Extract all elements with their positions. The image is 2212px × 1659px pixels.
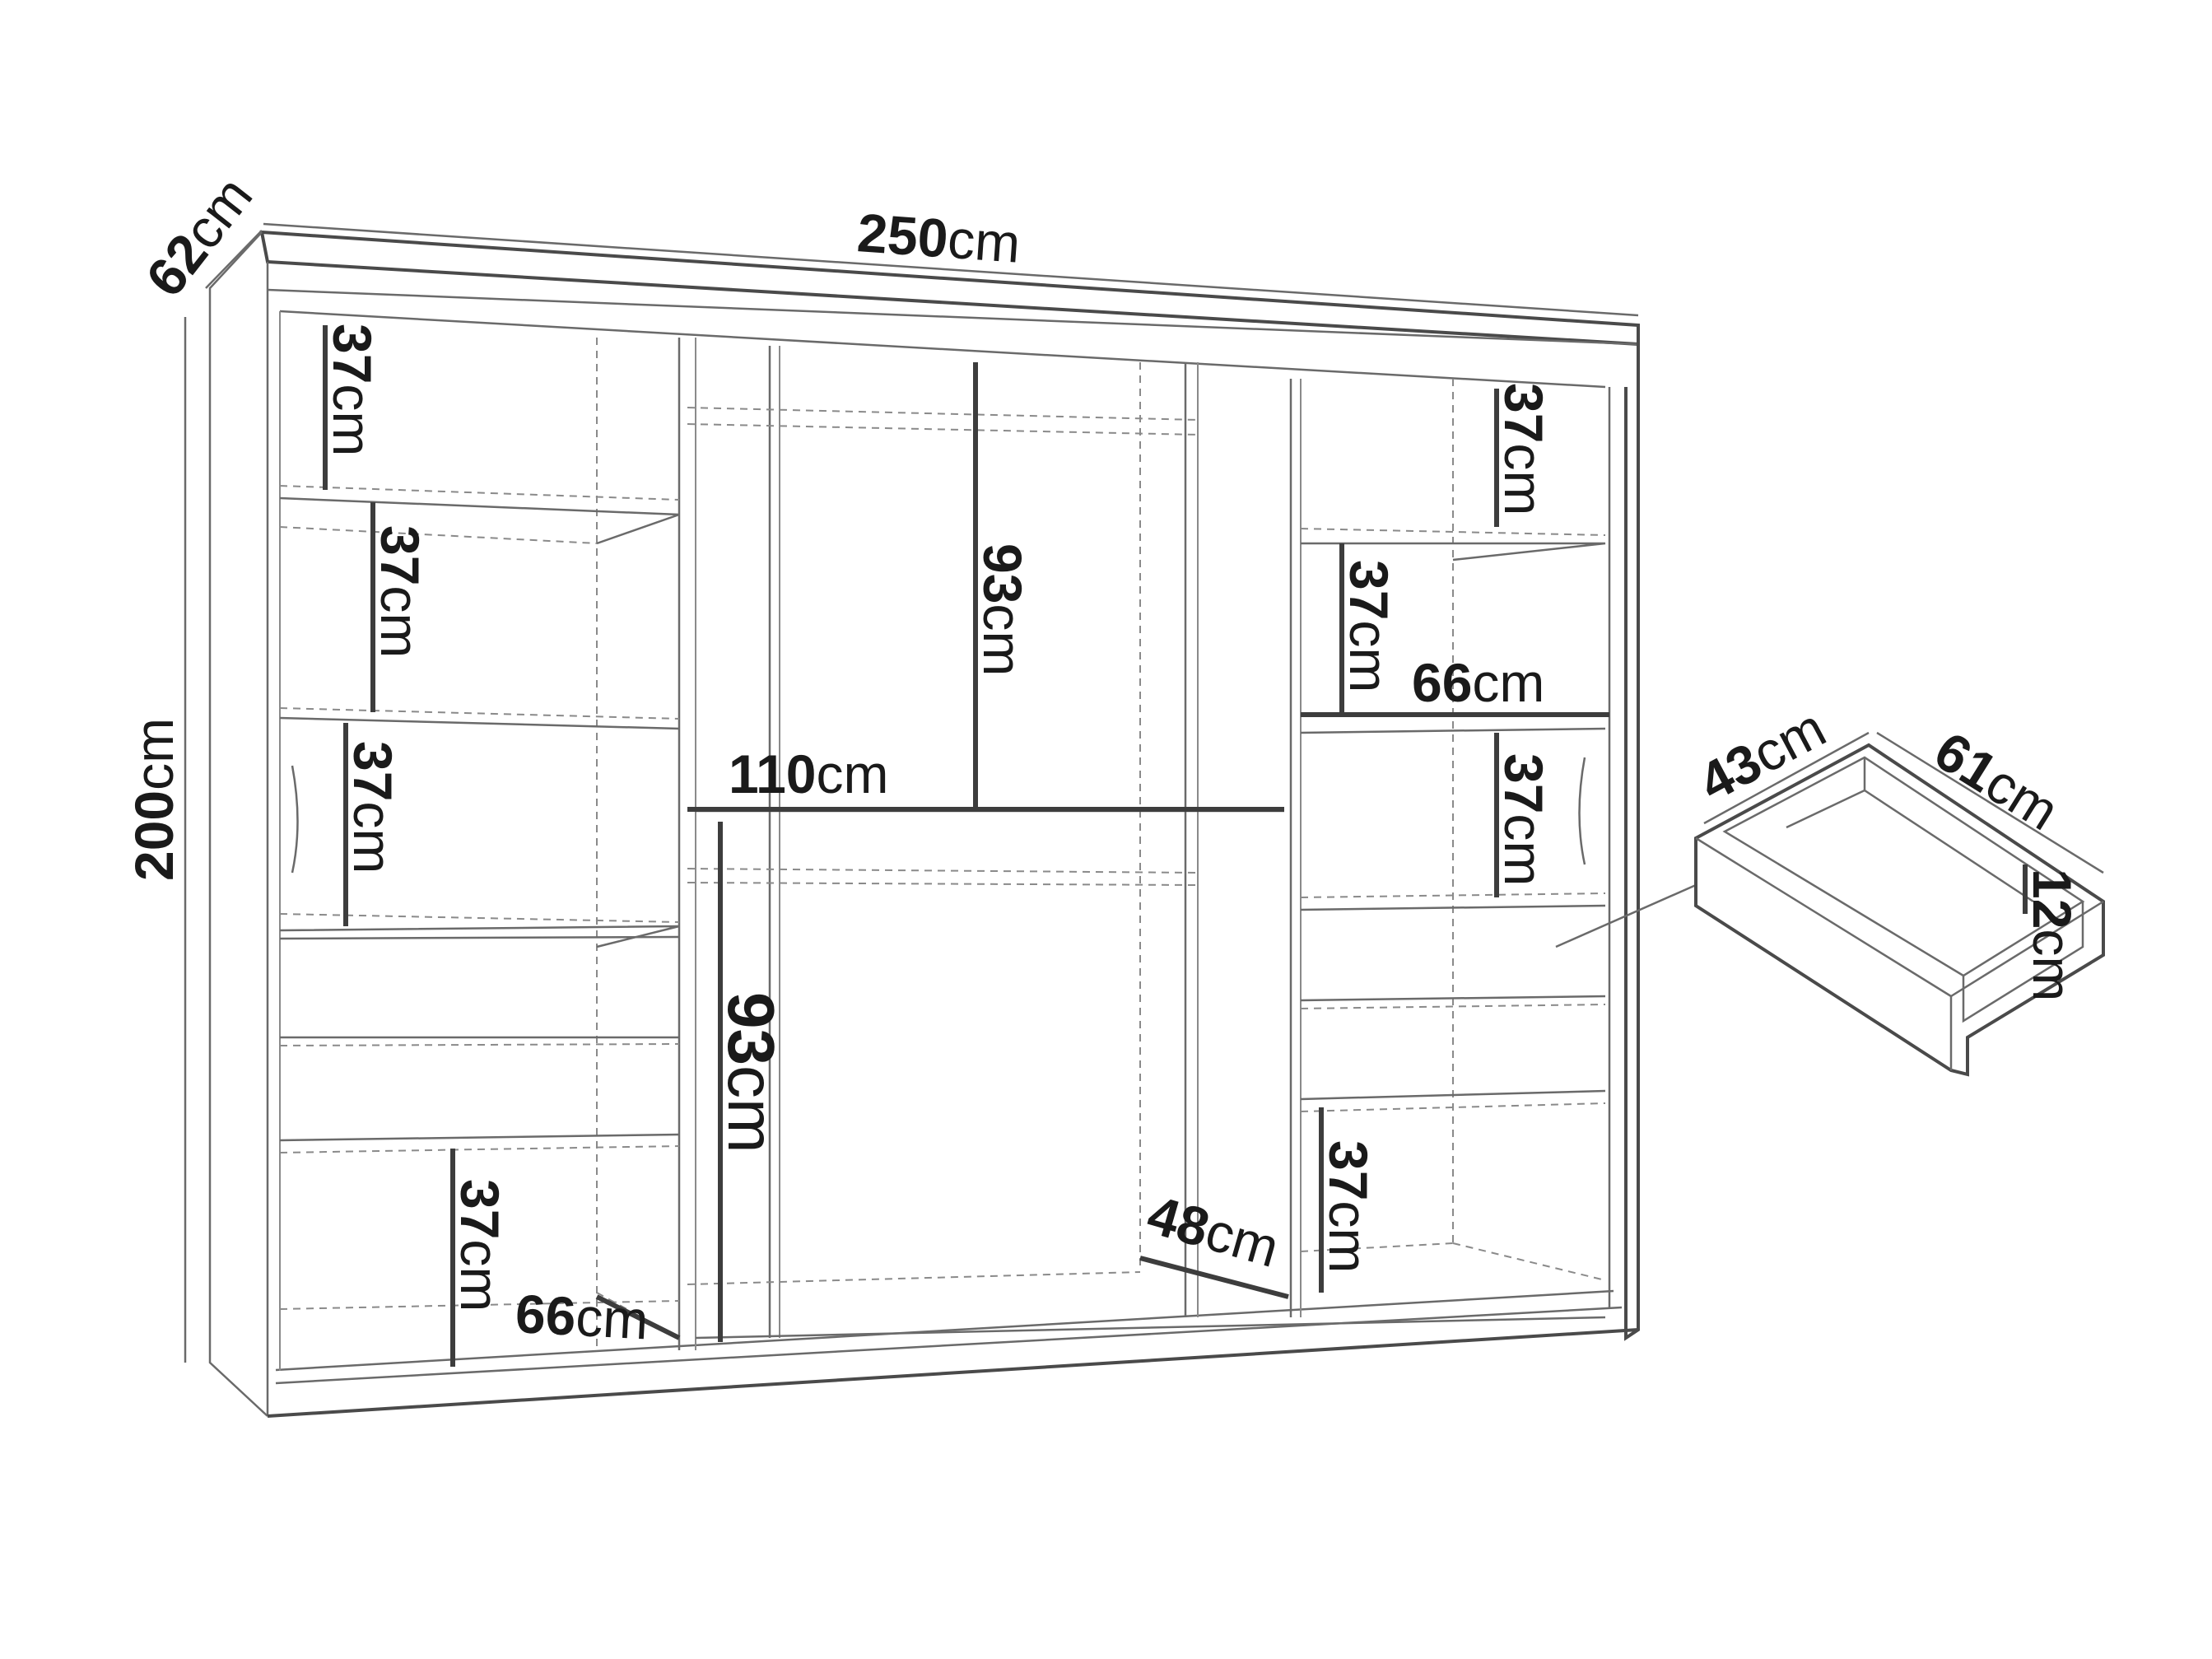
label-total-height: 200cm [123, 718, 184, 881]
label-right-shelf-1: 37cm [1493, 383, 1554, 515]
label-right-shelf-3: 37cm [1493, 753, 1554, 886]
label-right-width: 66cm [1412, 652, 1544, 713]
label-drawer-depth: 43cm [1689, 697, 1835, 813]
right-side-panel [1624, 325, 1640, 1341]
label-right-shelf-2: 37cm [1339, 560, 1399, 692]
label-drawer-height: 12cm [2022, 869, 2083, 1001]
label-left-bottom-width: 66cm [514, 1283, 650, 1350]
dimension-labels: 250cm 62cm 200cm 37cm 37cm 37cm 37cm 66c… [123, 165, 2083, 1351]
bottom-plinth [267, 1328, 1639, 1418]
dimension-lines [184, 222, 1639, 1367]
wardrobe-body [208, 230, 1640, 1418]
label-drawer-width: 61cm [1925, 720, 2070, 841]
label-center-lower-height: 93cm [715, 992, 788, 1153]
label-left-shelf-3: 37cm [342, 741, 403, 874]
label-center-upper-height: 93cm [972, 543, 1033, 676]
label-left-shelf-2: 37cm [370, 525, 431, 658]
label-left-shelf-bottom: 37cm [449, 1179, 510, 1312]
label-center-width: 110cm [729, 743, 888, 804]
label-left-shelf-1: 37cm [322, 324, 383, 456]
label-total-depth: 62cm [134, 165, 264, 308]
left-section [279, 338, 696, 1350]
label-total-width: 250cm [855, 202, 1022, 274]
label-right-shelf-bottom: 37cm [1318, 1140, 1379, 1273]
drawer-detail [1555, 731, 2105, 1077]
center-section [687, 346, 1606, 1340]
